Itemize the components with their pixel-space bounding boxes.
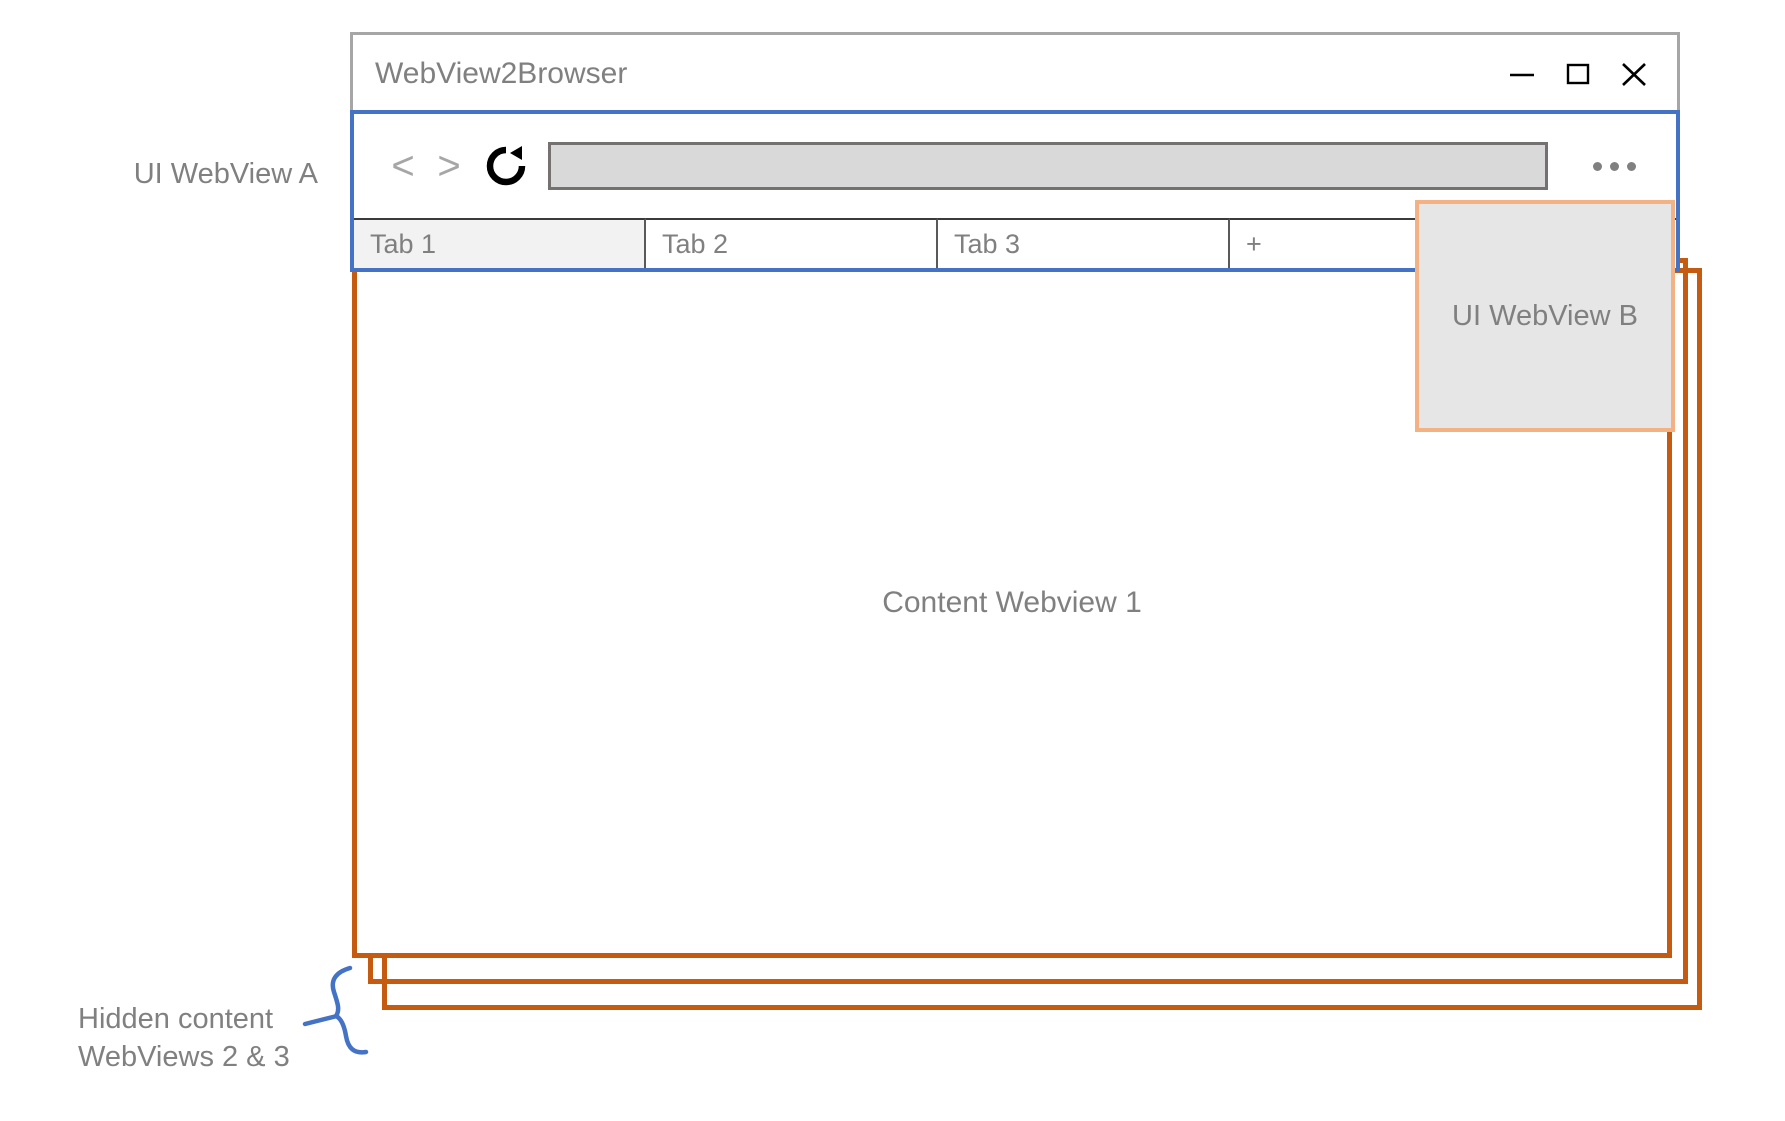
reload-icon[interactable] xyxy=(478,143,534,189)
content-webview-1-label: Content Webview 1 xyxy=(882,586,1142,619)
tab-item-1[interactable]: Tab 1 xyxy=(354,218,646,268)
window-titlebar: WebView2Browser xyxy=(353,35,1677,113)
ellipsis-icon[interactable] xyxy=(1574,161,1654,171)
annotation-hidden-content: Hidden content WebViews 2 & 3 xyxy=(78,1003,290,1074)
ui-webview-b-label: UI WebView B xyxy=(1452,299,1638,332)
maximize-icon[interactable] xyxy=(1563,59,1593,89)
curly-brace-icon xyxy=(300,960,410,1070)
browser-toolbar: < > xyxy=(354,114,1676,218)
ellipsis-dot xyxy=(1592,161,1602,171)
tab-item-2[interactable]: Tab 2 xyxy=(646,218,938,268)
annotation-ui-webview-a: UI WebView A xyxy=(133,158,318,190)
back-button[interactable]: < xyxy=(391,144,415,188)
ui-webview-b[interactable]: UI WebView B xyxy=(1415,200,1675,432)
forward-button[interactable]: > xyxy=(437,144,461,188)
minimize-icon[interactable] xyxy=(1507,59,1537,89)
ellipsis-dot xyxy=(1626,161,1636,171)
window-controls xyxy=(1507,59,1649,89)
address-input[interactable] xyxy=(548,142,1548,190)
close-icon[interactable] xyxy=(1619,59,1649,89)
new-tab-button[interactable]: + xyxy=(1230,218,1430,268)
window-title: WebView2Browser xyxy=(375,57,628,90)
ellipsis-dot xyxy=(1609,161,1619,171)
tab-item-3[interactable]: Tab 3 xyxy=(938,218,1230,268)
